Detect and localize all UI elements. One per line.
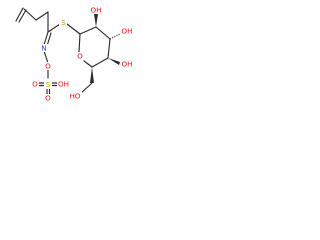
label-oh-3: OH (121, 27, 132, 36)
bond-c1-c2 (79, 26, 97, 35)
thioimidate-bonds (43, 23, 61, 64)
label-oh-4: OH (121, 60, 132, 69)
bond-n-o (43, 50, 49, 64)
atom-ho-6: HO (69, 92, 82, 101)
atom-s-thio: S (59, 18, 67, 27)
bond-o-ring-c1 (78, 33, 81, 53)
label-n-oxime: N (41, 44, 46, 53)
bond-ch2-ch2 (35, 11, 49, 21)
wedge-bond-c4-oh (108, 58, 120, 65)
atom-oh-2: OH (89, 6, 102, 15)
atom-s-sulfate: S (44, 80, 52, 89)
wedge-bond-c5-ch2 (90, 67, 94, 83)
label-s-thio: S (61, 18, 66, 27)
label-o-ring: O (77, 52, 83, 61)
atom-o-ring: O (76, 52, 84, 61)
atom-oh-3: OH (120, 27, 133, 36)
bond-c2-c3 (95, 26, 111, 40)
atom-oh-sulfate: OH (57, 80, 70, 89)
atom-oh-4: OH (120, 60, 133, 69)
label-oh-sulfate: OH (58, 80, 69, 89)
bond-c-n-double-b (46, 32, 52, 47)
atom-labels: S N O S O OH O O (31, 6, 133, 103)
atom-o-oxime: O (44, 62, 52, 71)
label-o-s-bottom: O (45, 94, 51, 103)
bond-vinyl-double-b (18, 9, 27, 23)
bond-c-n-double-a (43, 31, 49, 46)
label-s-sulfate: S (46, 80, 51, 89)
label-ho-6: HO (69, 92, 80, 101)
hash-bond-c1-s (67, 24, 81, 35)
bond-c-s-thio (47, 23, 61, 33)
label-o-oxime: O (45, 62, 51, 71)
allyl-chain-bonds (15, 7, 49, 33)
bond-vinyl-double-a (15, 7, 24, 22)
label-o-s-left: O (32, 80, 38, 89)
bond-vinyl-ch (23, 8, 37, 21)
atom-n-oxime: N (40, 44, 48, 53)
pyranose-ring-bonds (66, 23, 111, 68)
stereo-bonds (67, 14, 123, 95)
molecule-structure-diagram: S N O S O OH O O (15, 6, 133, 103)
atom-o-s-left: O (31, 80, 39, 89)
wedge-bond-c2-oh (94, 14, 98, 27)
atom-o-s-bottom: O (44, 94, 52, 103)
bond-c3-c4 (107, 38, 111, 59)
bond-c5-o-ring (83, 60, 93, 68)
label-oh-2: OH (90, 6, 101, 15)
bond-c4-c5 (91, 57, 109, 68)
